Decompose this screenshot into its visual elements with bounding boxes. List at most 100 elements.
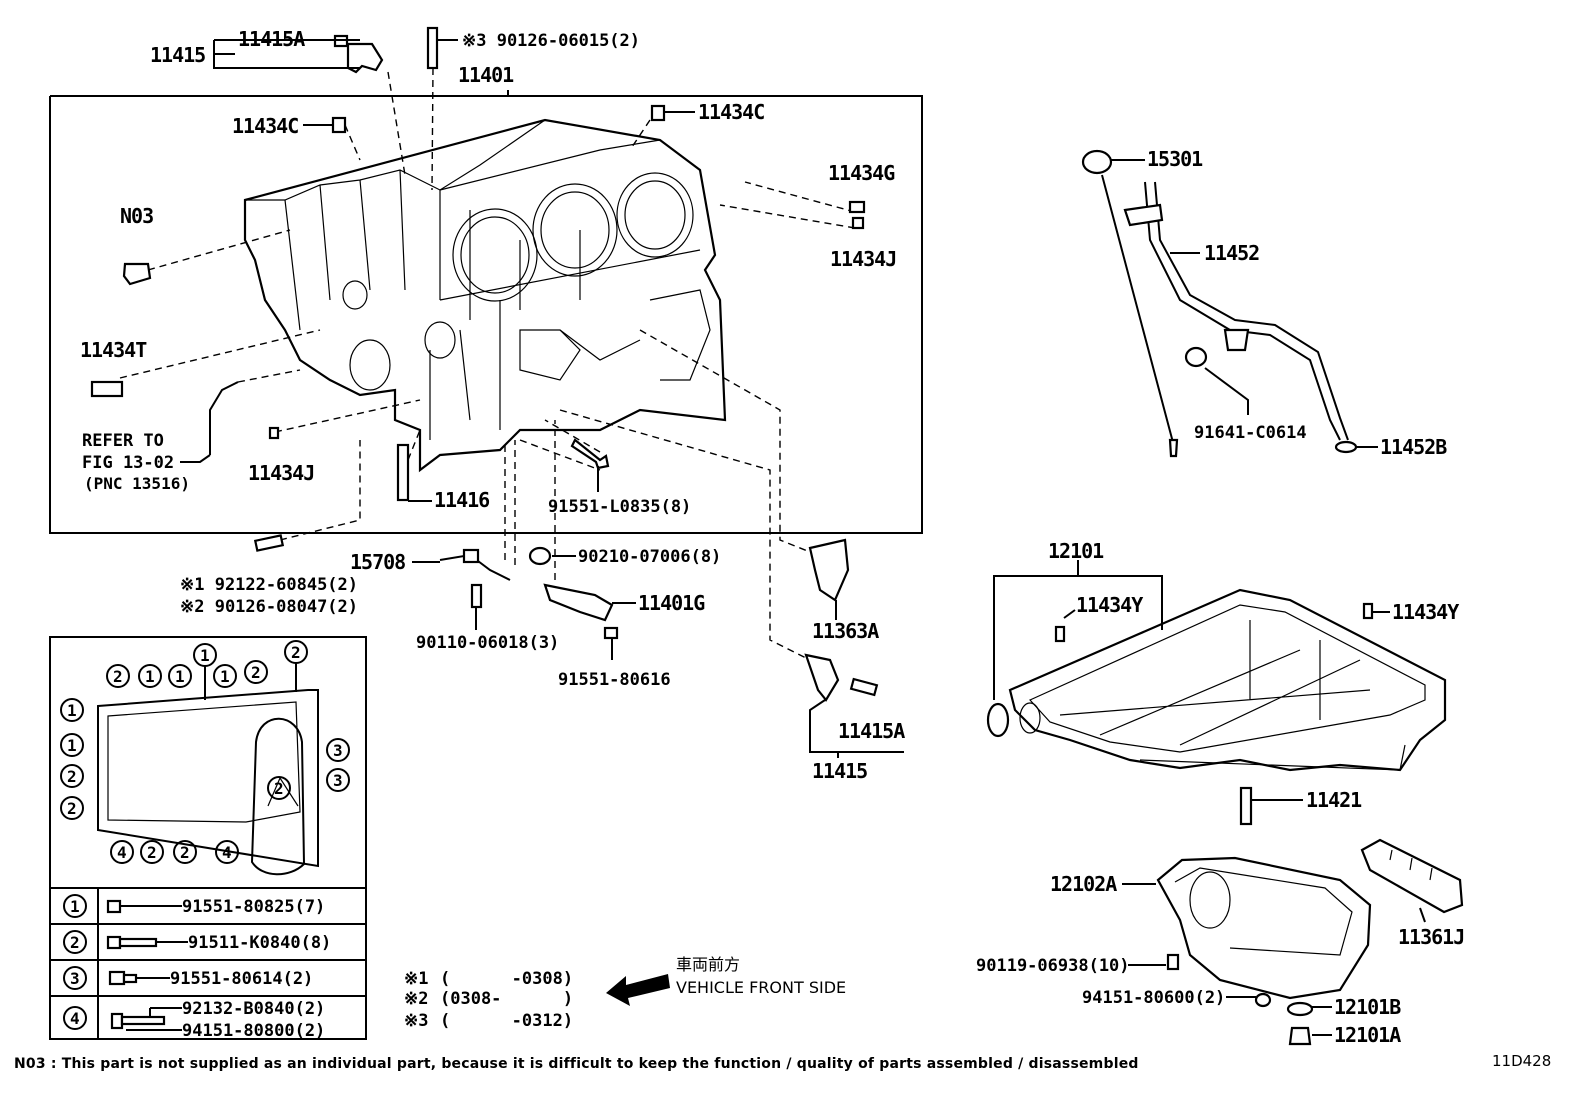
label-91551-80616: 91551-80616 bbox=[558, 670, 671, 690]
label-11415-low: 11415 bbox=[812, 759, 867, 783]
part-15708 bbox=[439, 553, 511, 581]
label-11434Y-right: 11434Y bbox=[1392, 600, 1459, 624]
bolt-91551-80616 bbox=[603, 626, 619, 640]
legend-part-2: 91511-K0840(8) bbox=[188, 933, 331, 953]
bolt-position-circle bbox=[168, 664, 192, 688]
legend-row-3: 3 91551-80614(2) bbox=[63, 966, 313, 990]
gasket-12101B bbox=[1286, 1001, 1314, 1017]
guide-bracket bbox=[1123, 203, 1164, 227]
bolt-position-number-bottom: 4 bbox=[117, 843, 127, 862]
oil-seal bbox=[986, 702, 1010, 738]
label-11415-top: 11415 bbox=[150, 43, 205, 67]
label-94151-80600: 94151-80600(2) bbox=[1082, 988, 1225, 1008]
bolt-position-circle bbox=[138, 664, 162, 688]
bolt-position-circle bbox=[267, 776, 291, 800]
pin-11434C-left bbox=[331, 116, 347, 134]
label-11416: 11416 bbox=[434, 488, 489, 512]
label-refer-line3: (PNC 13516) bbox=[84, 474, 190, 493]
legend-num-3: 3 bbox=[70, 969, 80, 988]
label-11434G: 11434G bbox=[828, 161, 895, 185]
bolt-position-circle bbox=[60, 733, 84, 757]
pin-11434J-left bbox=[268, 426, 280, 440]
bolt-position-number-bottom: 2 bbox=[147, 843, 157, 862]
part-15708-bracket bbox=[462, 548, 480, 564]
label-leaders bbox=[180, 39, 1426, 1036]
bolt-position-circle bbox=[60, 698, 84, 722]
footnote-1-mark: ※1 bbox=[404, 969, 428, 989]
oil-jet-11415-low bbox=[804, 653, 840, 702]
plug-12101A bbox=[1288, 1026, 1312, 1046]
gasket-outline bbox=[97, 689, 319, 868]
footer-note: N03 : This part is not supplied as an in… bbox=[14, 1056, 1139, 1072]
legend-num-2: 2 bbox=[70, 933, 80, 952]
plug-N03 bbox=[122, 262, 152, 286]
guide-11452 bbox=[1144, 181, 1341, 441]
bolt-position-number-right: 3 bbox=[333, 741, 343, 760]
vehicle-front-indicator: 車両前方 VEHICLE FRONT SIDE bbox=[606, 955, 846, 1006]
stud-11421 bbox=[1239, 786, 1253, 826]
label-12101: 12101 bbox=[1048, 539, 1104, 563]
bolt-position-circle bbox=[326, 738, 350, 762]
label-refer-line1: REFER TO bbox=[82, 431, 164, 451]
gasket-94151 bbox=[1254, 992, 1272, 1008]
label-90126-08047: ※2 90126-08047(2) bbox=[180, 597, 358, 617]
label-11452B: 11452B bbox=[1380, 435, 1447, 459]
label-11434C-right: 11434C bbox=[698, 100, 764, 124]
label-11363A: 11363A bbox=[812, 619, 879, 643]
bolt-position-circle bbox=[140, 840, 164, 864]
label-15301: 15301 bbox=[1147, 147, 1203, 171]
footnote-2-range: (0308- ) bbox=[440, 989, 573, 1009]
bolt-position-number-inner: 2 bbox=[274, 779, 284, 798]
footnote-3-mark: ※3 bbox=[404, 1011, 428, 1031]
label-90119-06938: 90119-06938(10) bbox=[976, 956, 1130, 976]
label-15708: 15708 bbox=[350, 550, 405, 574]
figure-number: 11D428 bbox=[1492, 1052, 1552, 1070]
bolt-position-circle bbox=[106, 664, 130, 688]
label-11415A-low: 11415A bbox=[838, 719, 905, 743]
bolt-90110 bbox=[470, 583, 483, 609]
bolt-position-circle bbox=[215, 840, 239, 864]
sensor-11401G bbox=[543, 583, 614, 622]
label-11415A-top: 11415A bbox=[238, 27, 305, 51]
legend-part-4b: 94151-80800(2) bbox=[182, 1021, 325, 1041]
legend-part-4a: 92132-B0840(2) bbox=[182, 999, 325, 1019]
dipstick-ring-15301 bbox=[1081, 149, 1113, 175]
legend-row-2: 2 91511-K0840(8) bbox=[63, 930, 331, 954]
dashed-leaders bbox=[119, 67, 856, 661]
stud-90126-06015 bbox=[426, 26, 439, 70]
part-11363A bbox=[808, 538, 850, 602]
guide-bracket-low bbox=[1223, 328, 1250, 352]
label-11401: 11401 bbox=[458, 63, 514, 87]
cylinder-block-drawing bbox=[243, 118, 727, 473]
dipstick-tip bbox=[1168, 438, 1179, 458]
label-12101A: 12101A bbox=[1334, 1023, 1401, 1047]
legend-row-1: 1 91551-80825(7) bbox=[63, 894, 325, 918]
label-90110-06018: 90110-06018(3) bbox=[416, 633, 559, 653]
pin-11434G bbox=[848, 200, 866, 214]
front-side-en: VEHICLE FRONT SIDE bbox=[676, 978, 846, 997]
bolt-position-number-left: 1 bbox=[67, 736, 77, 755]
pin-11434Y-right bbox=[1362, 602, 1374, 620]
label-refer-line2: FIG 13-02 bbox=[82, 453, 174, 473]
bolt-position-number-left: 2 bbox=[67, 767, 77, 786]
label-92122-60845: ※1 92122-60845(2) bbox=[180, 575, 358, 595]
label-91641-C0614: 91641-C0614 bbox=[1194, 423, 1307, 443]
label-12102A: 12102A bbox=[1050, 872, 1117, 896]
bolt-91551-L0835 bbox=[570, 438, 610, 470]
bolt-position-circle bbox=[173, 840, 197, 864]
pin-11434J-right bbox=[851, 216, 865, 230]
legend-num-4: 4 bbox=[70, 1009, 80, 1028]
pin-11434C-right bbox=[650, 104, 666, 122]
bolt-position-number-top: 2 bbox=[291, 643, 301, 662]
bolt-position-number-bottom: 4 bbox=[222, 843, 232, 862]
label-11452: 11452 bbox=[1204, 241, 1259, 265]
bolt-position-number-top: 2 bbox=[113, 667, 123, 686]
oring-11452B bbox=[1334, 440, 1358, 454]
label-11434T: 11434T bbox=[80, 338, 147, 362]
bolt-position-number-top: 1 bbox=[220, 667, 230, 686]
pin-11434Y-left bbox=[1054, 625, 1066, 643]
legend-part-3: 91551-80614(2) bbox=[170, 969, 313, 989]
stud-11416 bbox=[396, 443, 410, 502]
